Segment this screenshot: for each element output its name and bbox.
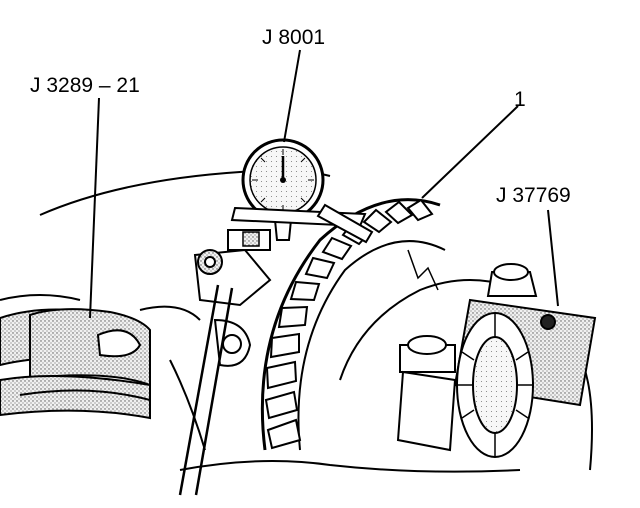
label-holding-fixture: J 3289 – 21 [30,74,140,97]
label-dial-indicator: J 8001 [262,26,325,49]
leader-holding-fixture [89,97,100,319]
indicator-clamp [178,248,272,496]
label-ring-gear-callout: 1 [514,88,526,111]
adapter-fixture [396,263,597,458]
callout-labels: J 8001 J 3289 – 21 1 J 37769 [30,26,571,207]
leader-adapter [547,209,559,307]
holding-fixture [0,308,151,420]
leader-lines [89,49,559,319]
leader-ring-gear [421,105,519,199]
leader-dial-indicator [283,49,301,143]
label-adapter: J 37769 [496,184,571,207]
dial-indicator [227,138,374,251]
